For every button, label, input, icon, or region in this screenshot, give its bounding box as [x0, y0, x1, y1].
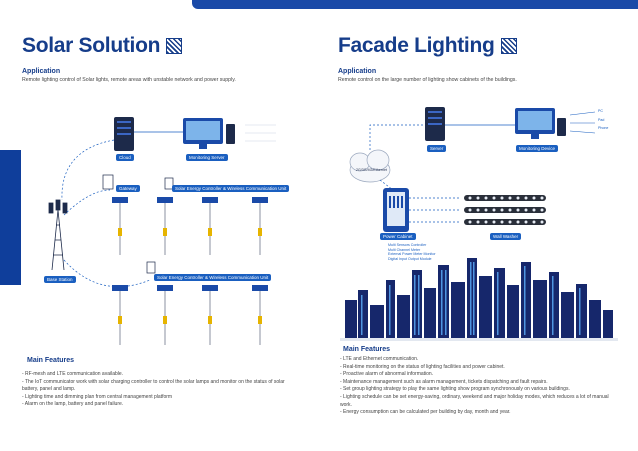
list-item: - Proactive alarm of abnormal informatio… — [340, 371, 434, 378]
cabinet-note: External Power Meter Monitor — [388, 252, 436, 256]
facade-features-heading: Main Features — [343, 346, 391, 353]
list-item: - The IoT communicator work with solar c… — [22, 378, 285, 393]
facade-application-heading: Application — [338, 68, 377, 75]
device-notes: PC Pad Phone — [598, 109, 608, 131]
list-item: - LTE and Ethernet communication. — [340, 356, 419, 362]
list-item: - Lighting time and dimming plan from ce… — [22, 393, 173, 400]
solar-title: Solar Solution — [22, 34, 183, 58]
wall-washer-label: Wall Washer — [490, 233, 522, 240]
cabinet-notes: Multi Sensors Controller Multi Channel M… — [388, 243, 436, 261]
gateway-label: Gateway — [116, 185, 140, 192]
facade-application-text: Remote control on the large number of li… — [338, 77, 517, 83]
base-station-tower — [48, 199, 68, 271]
solar-title-text: Solar Solution — [22, 34, 161, 57]
device-note: Phone — [598, 126, 609, 130]
cabinet-note: Multi Sensors Controller — [388, 243, 427, 247]
hatch-icon — [500, 38, 517, 55]
network-label: 2G/3G/4G/Ethernet — [356, 168, 387, 172]
server-label: Server — [427, 145, 447, 152]
hatch-icon — [166, 38, 183, 55]
facade-features-list: - LTE and Ethernet communication. - Real… — [340, 356, 618, 417]
solar-features-heading: Main Features — [27, 357, 75, 364]
solar-lamps-row-1 — [119, 200, 261, 255]
list-item: - Maintenance management such as alarm m… — [340, 378, 548, 385]
cabinet-note: Multi Channel Meter — [388, 247, 421, 252]
base-station-label: Base Station — [44, 276, 76, 283]
left-accent-bar — [0, 150, 21, 285]
solar-diagram — [48, 117, 276, 345]
facade-title: Facade Lighting — [338, 34, 517, 58]
list-item: - Lighting schedule can be set energy-sa… — [340, 393, 609, 408]
list-item: - Real-time monitoring on the status of … — [340, 363, 505, 370]
city-skyline — [345, 258, 613, 340]
cabinet-note: Digital Input Output Module — [388, 256, 432, 261]
list-item: - Alarm on the lamp, battery and panel f… — [22, 401, 124, 408]
device-note: PC — [598, 109, 603, 113]
device-note: Pad — [598, 117, 605, 122]
solar-application-text: Remote lighting control of Solar lights,… — [22, 77, 236, 83]
solar-features-list: - RF-mesh and LTE communication availabl… — [22, 371, 300, 409]
list-item: - Set group lighting strategy to play th… — [340, 386, 570, 393]
monitoring-device-label: Monitoring Device — [516, 145, 559, 152]
solar-application-heading: Application — [22, 68, 61, 75]
monitoring-server-label: Monitoring Server — [186, 154, 228, 161]
top-accent-bar — [192, 0, 638, 9]
wall-washer-bars — [464, 195, 546, 225]
cloud-icon — [349, 149, 391, 183]
list-item: - RF-mesh and LTE communication availabl… — [22, 371, 124, 377]
cloud-label: Cloud — [116, 154, 134, 161]
controller-label-1: Solar Energy Controller & Wireless Commu… — [172, 185, 290, 192]
facade-title-text: Facade Lighting — [338, 34, 495, 57]
power-cabinet-label: Power Cabinet — [380, 233, 416, 240]
list-item: - Energy consumption can be calculated p… — [340, 409, 511, 416]
controller-label-2: Solar Energy Controller & Wireless Commu… — [154, 274, 272, 281]
